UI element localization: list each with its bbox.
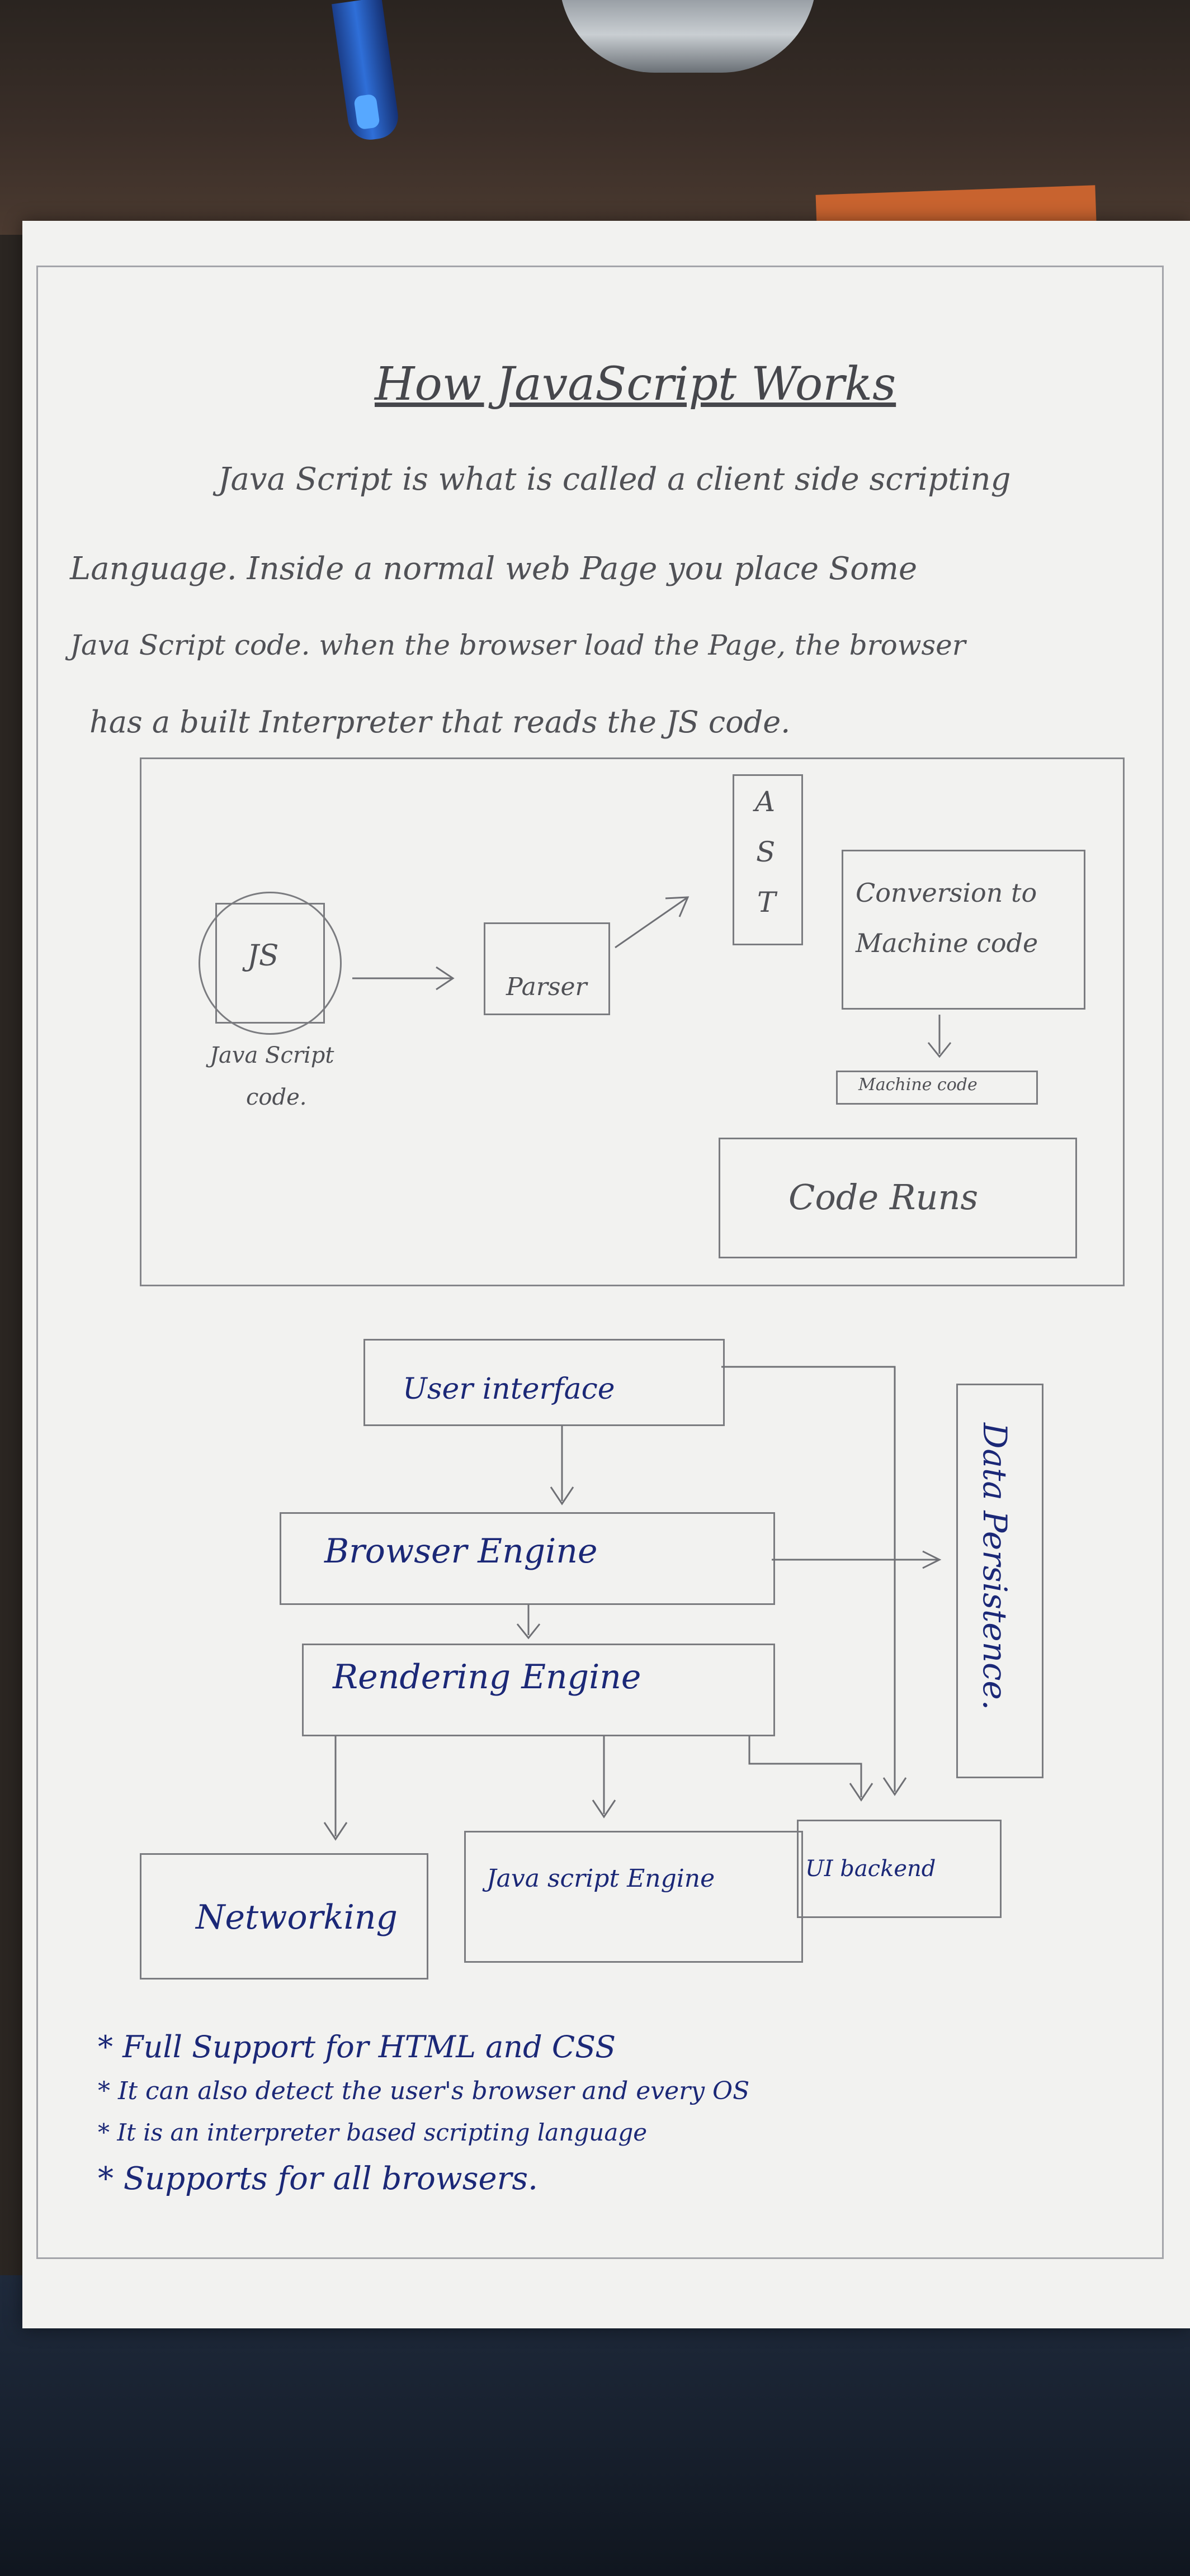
machine-code-label: Machine code (858, 1075, 978, 1095)
intro-line-4: has a built Interpreter that reads the J… (89, 704, 791, 740)
ast-letter-t: T (757, 886, 776, 918)
arrowhead-backend-2 (849, 1783, 873, 1802)
intro-line-1: Java Script is what is called a client s… (218, 461, 1011, 498)
js-execution-diagram (140, 757, 1125, 1286)
page-title: How JavaScript Works (375, 358, 896, 411)
arrowhead-machine (927, 1042, 952, 1058)
notebook-page: How JavaScript Works Java Script is what… (22, 221, 1190, 2328)
arrowhead-js-engine (592, 1800, 616, 1819)
ast-letter-s: S (756, 836, 776, 868)
javascript-engine-box (464, 1831, 803, 1963)
ast-box (733, 774, 803, 945)
machine-code-box (836, 1071, 1038, 1105)
arrowhead-parser (436, 966, 455, 991)
conversion-line1: Conversion to (856, 878, 1037, 908)
arrowhead-browser (550, 1486, 574, 1505)
pen-cap (353, 93, 380, 130)
user-interface-label: User interface (403, 1372, 615, 1406)
ui-backend-label: UI backend (805, 1856, 936, 1882)
bullet-3: * It is an interpreter based scripting l… (98, 2119, 648, 2146)
javascript-engine-label: Java script Engine (487, 1864, 715, 1893)
arrowhead-networking (323, 1822, 348, 1841)
conversion-line2: Machine code (856, 928, 1038, 958)
browser-engine-label: Browser Engine (324, 1532, 598, 1571)
arrow-rendering-to-backend (748, 1736, 862, 1797)
code-runs-label: Code Runs (788, 1177, 979, 1218)
bullet-1: * Full Support for HTML and CSS (98, 2029, 616, 2064)
networking-box (140, 1853, 428, 1980)
data-persistence-box (956, 1384, 1043, 1778)
js-file-square (215, 903, 325, 1024)
parser-label: Parser (506, 973, 587, 1001)
js-file-icon (199, 892, 342, 1035)
bullet-2: * It can also detect the user's browser … (98, 2077, 750, 2105)
rendering-engine-box (302, 1644, 775, 1736)
user-interface-box (363, 1339, 725, 1426)
arrowhead-persistence (922, 1550, 942, 1569)
conversion-box (842, 850, 1085, 1010)
source-caption-line2: code. (246, 1085, 307, 1110)
intro-line-3: Java Script code. when the browser load … (70, 629, 966, 661)
ast-letter-a: A (755, 785, 776, 818)
arrow-parser-to-ast (615, 896, 688, 949)
source-caption-line1: Java Script (210, 1043, 334, 1068)
arrowhead-ast (665, 896, 690, 917)
arrowhead-backend-1 (882, 1777, 907, 1796)
arrowhead-rendering (516, 1623, 541, 1640)
networking-label: Networking (196, 1898, 398, 1937)
arrow-ui-to-backend (721, 1366, 896, 1792)
intro-line-2: Language. Inside a normal web Page you p… (70, 551, 918, 587)
bullet-4: * Supports for all browsers. (98, 2161, 538, 2197)
diagram-arrows (323, 896, 952, 1841)
ui-backend-box (797, 1820, 1002, 1918)
code-runs-box (719, 1138, 1077, 1258)
browser-engine-box (280, 1512, 775, 1605)
data-persistence-label: Data Persistence. (976, 1423, 1014, 1711)
parser-box (484, 922, 610, 1015)
js-icon-label: JS (247, 939, 279, 973)
page-border (36, 266, 1164, 2259)
rendering-engine-label: Rendering Engine (333, 1658, 641, 1697)
